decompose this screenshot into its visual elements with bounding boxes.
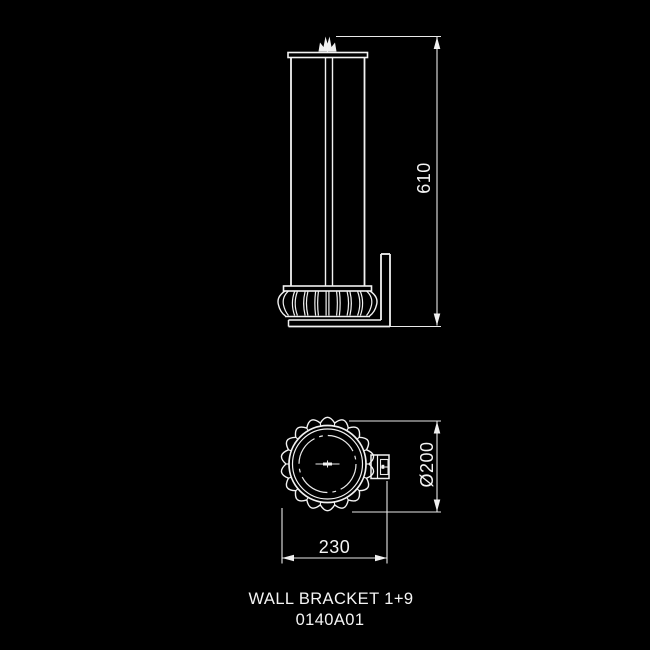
crown-rib bbox=[359, 291, 364, 316]
cylinder-top-cap bbox=[287, 51, 369, 59]
crown-left-inner bbox=[282, 290, 289, 316]
width-arrowhead-left bbox=[282, 554, 294, 562]
crown-right-outer bbox=[369, 290, 378, 317]
crown-rib bbox=[349, 291, 352, 316]
cap-inner-circle bbox=[291, 428, 364, 500]
crown-rib bbox=[317, 291, 319, 316]
crown-rib bbox=[357, 291, 361, 316]
crown-rib bbox=[336, 291, 338, 316]
width-arrowhead-right bbox=[375, 554, 387, 562]
crown-rib bbox=[294, 291, 298, 316]
crown-rib bbox=[338, 291, 341, 316]
caption-title: WALL BRACKET 1+9 bbox=[249, 590, 414, 608]
front-view bbox=[277, 36, 391, 328]
crown-left-outer bbox=[277, 290, 286, 317]
crown-right-inner bbox=[366, 290, 373, 316]
crown-rib bbox=[314, 291, 317, 316]
top-view bbox=[280, 416, 390, 512]
top-view-width-dimension: 230 bbox=[281, 481, 388, 564]
diameter-arrowhead-down bbox=[433, 499, 441, 512]
caption: WALL BRACKET 1+9 0140A01 bbox=[249, 590, 414, 629]
height-arrowhead-up bbox=[433, 37, 441, 49]
diameter-dimension-label: Ø200 bbox=[417, 441, 437, 487]
crown-rib bbox=[291, 291, 296, 316]
crown-ribs bbox=[291, 291, 364, 316]
caption-part-number: 0140A01 bbox=[296, 611, 365, 629]
width-dimension-label: 230 bbox=[319, 537, 351, 557]
height-arrowhead-down bbox=[433, 313, 441, 326]
front-view-height-dimension: 610 bbox=[336, 35, 441, 328]
cap-outer-circle bbox=[288, 424, 367, 504]
diameter-arrowhead-up bbox=[433, 421, 441, 434]
crown-rib bbox=[303, 291, 306, 316]
mount-tab-screw-mark bbox=[381, 464, 385, 469]
crown-rib bbox=[305, 291, 309, 316]
top-view-diameter-dimension: Ø200 bbox=[349, 420, 441, 513]
mount-tab-outline bbox=[370, 454, 390, 480]
crown-rib bbox=[346, 291, 350, 316]
hidden-dashed-circle bbox=[298, 434, 357, 494]
height-dimension-label: 610 bbox=[414, 162, 434, 194]
base-flange bbox=[282, 285, 373, 292]
